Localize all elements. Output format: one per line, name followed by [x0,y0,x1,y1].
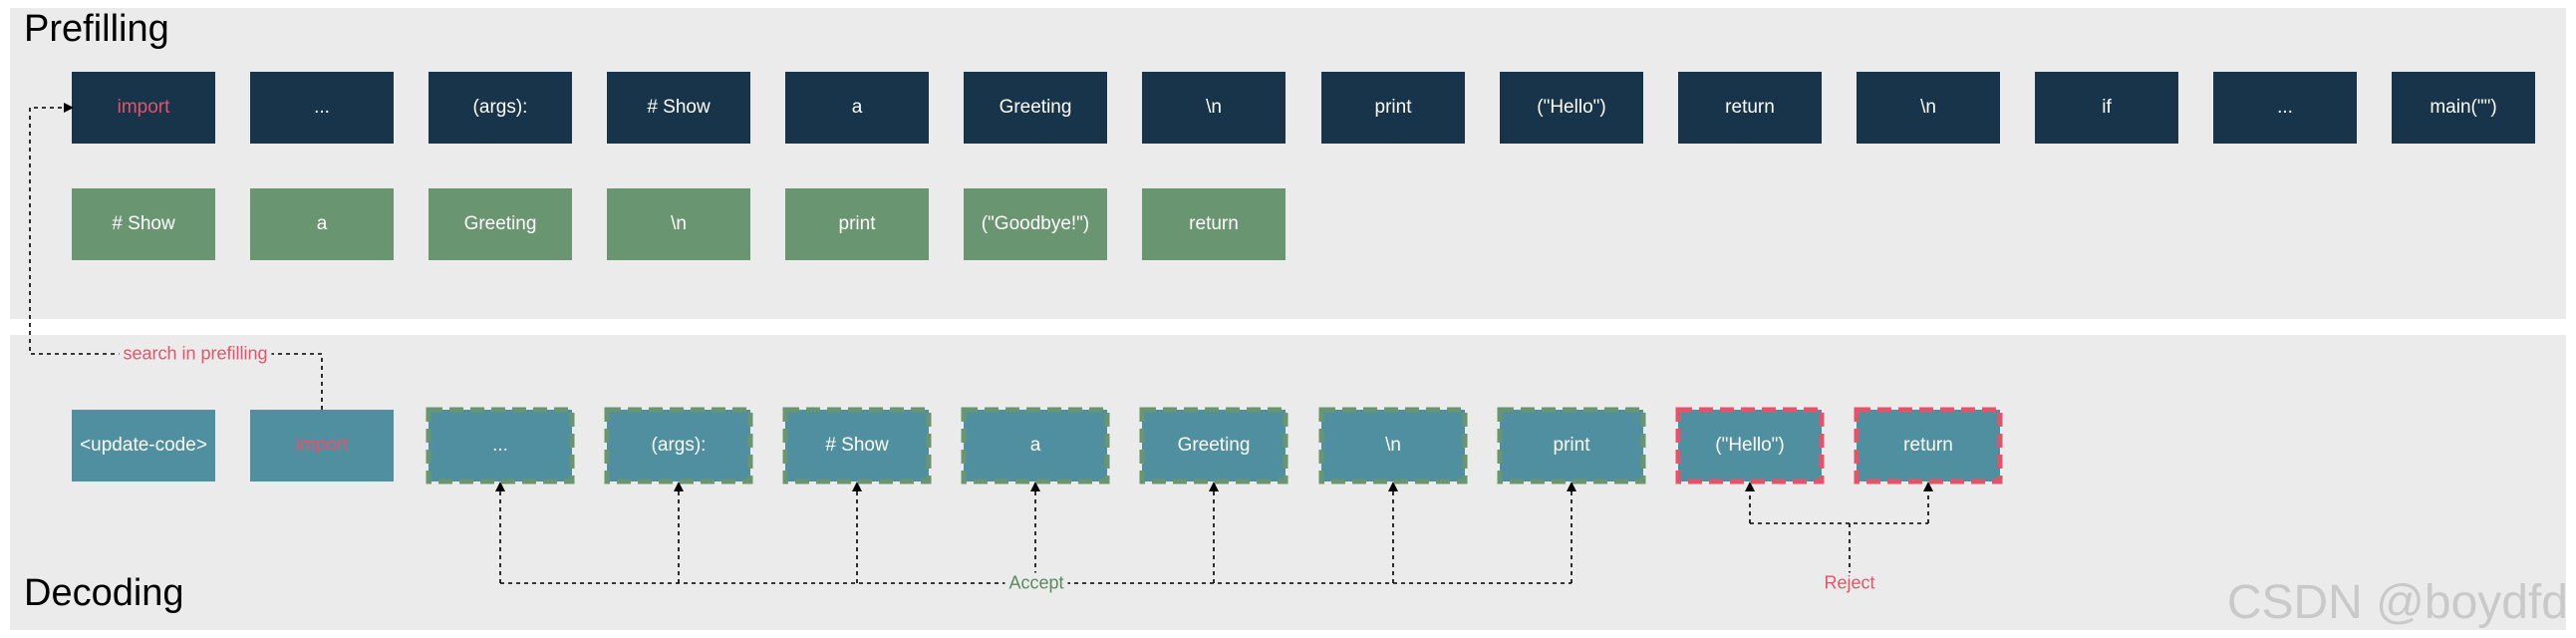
prefilling-title: Prefilling [24,8,169,50]
prefilling-panel [10,8,2566,319]
prefill-token: import [72,72,215,144]
prefill-token: return [1678,72,1822,144]
accept-border [1139,407,1288,484]
decode-token-rejected: ("Hello") [1678,410,1822,481]
prefill-token: Greeting [964,72,1107,144]
prefill-token: ... [250,72,394,144]
reject-border [1854,407,2003,484]
accept-border [782,407,932,484]
decode-token-rejected: return [1857,410,2000,481]
reject-border [1675,407,1825,484]
prefill-token: ... [2213,72,2357,144]
prefill-token-green: a [250,188,394,260]
prefill-token-green: # Show [72,188,215,260]
reject-borders [1675,407,2003,484]
watermark: CSDN @boydfd [2226,576,2568,629]
prefill-token: if [2035,72,2178,144]
reject-label: Reject [1820,572,1879,594]
prefill-token: # Show [607,72,750,144]
decode-token: import [250,410,394,481]
prefill-token: \n [1142,72,1286,144]
decoding-title: Decoding [24,572,184,614]
accept-borders [426,407,1646,484]
prefill-token: a [785,72,929,144]
prefill-token: \n [1857,72,2000,144]
prefill-token: (args): [429,72,572,144]
search-connector [29,103,323,410]
accept-border [961,407,1110,484]
decode-token-accepted: ... [429,410,572,481]
search-label: search in prefilling [119,343,272,365]
reject-connectors [1745,481,1933,573]
accept-connectors [495,481,1576,584]
decode-token-accepted: print [1500,410,1643,481]
prefill-token-green: return [1142,188,1286,260]
accept-border [1318,407,1468,484]
accept-label: Accept [1004,572,1068,594]
decode-token: <update-code> [72,410,215,481]
decode-token-accepted: Greeting [1142,410,1286,481]
decode-token-accepted: # Show [785,410,929,481]
accept-border [604,407,753,484]
prefill-token-green: ("Goodbye!") [964,188,1107,260]
prefill-token: ("Hello") [1500,72,1643,144]
decode-token-accepted: \n [1321,410,1465,481]
decode-token-accepted: (args): [607,410,750,481]
accept-border [1497,407,1646,484]
prefill-token: main("") [2392,72,2535,144]
prefill-token-green: Greeting [429,188,572,260]
decode-token-accepted: a [964,410,1107,481]
prefill-token-green: print [785,188,929,260]
prefill-token-green: \n [607,188,750,260]
prefill-token: print [1321,72,1465,144]
accept-border [426,407,575,484]
